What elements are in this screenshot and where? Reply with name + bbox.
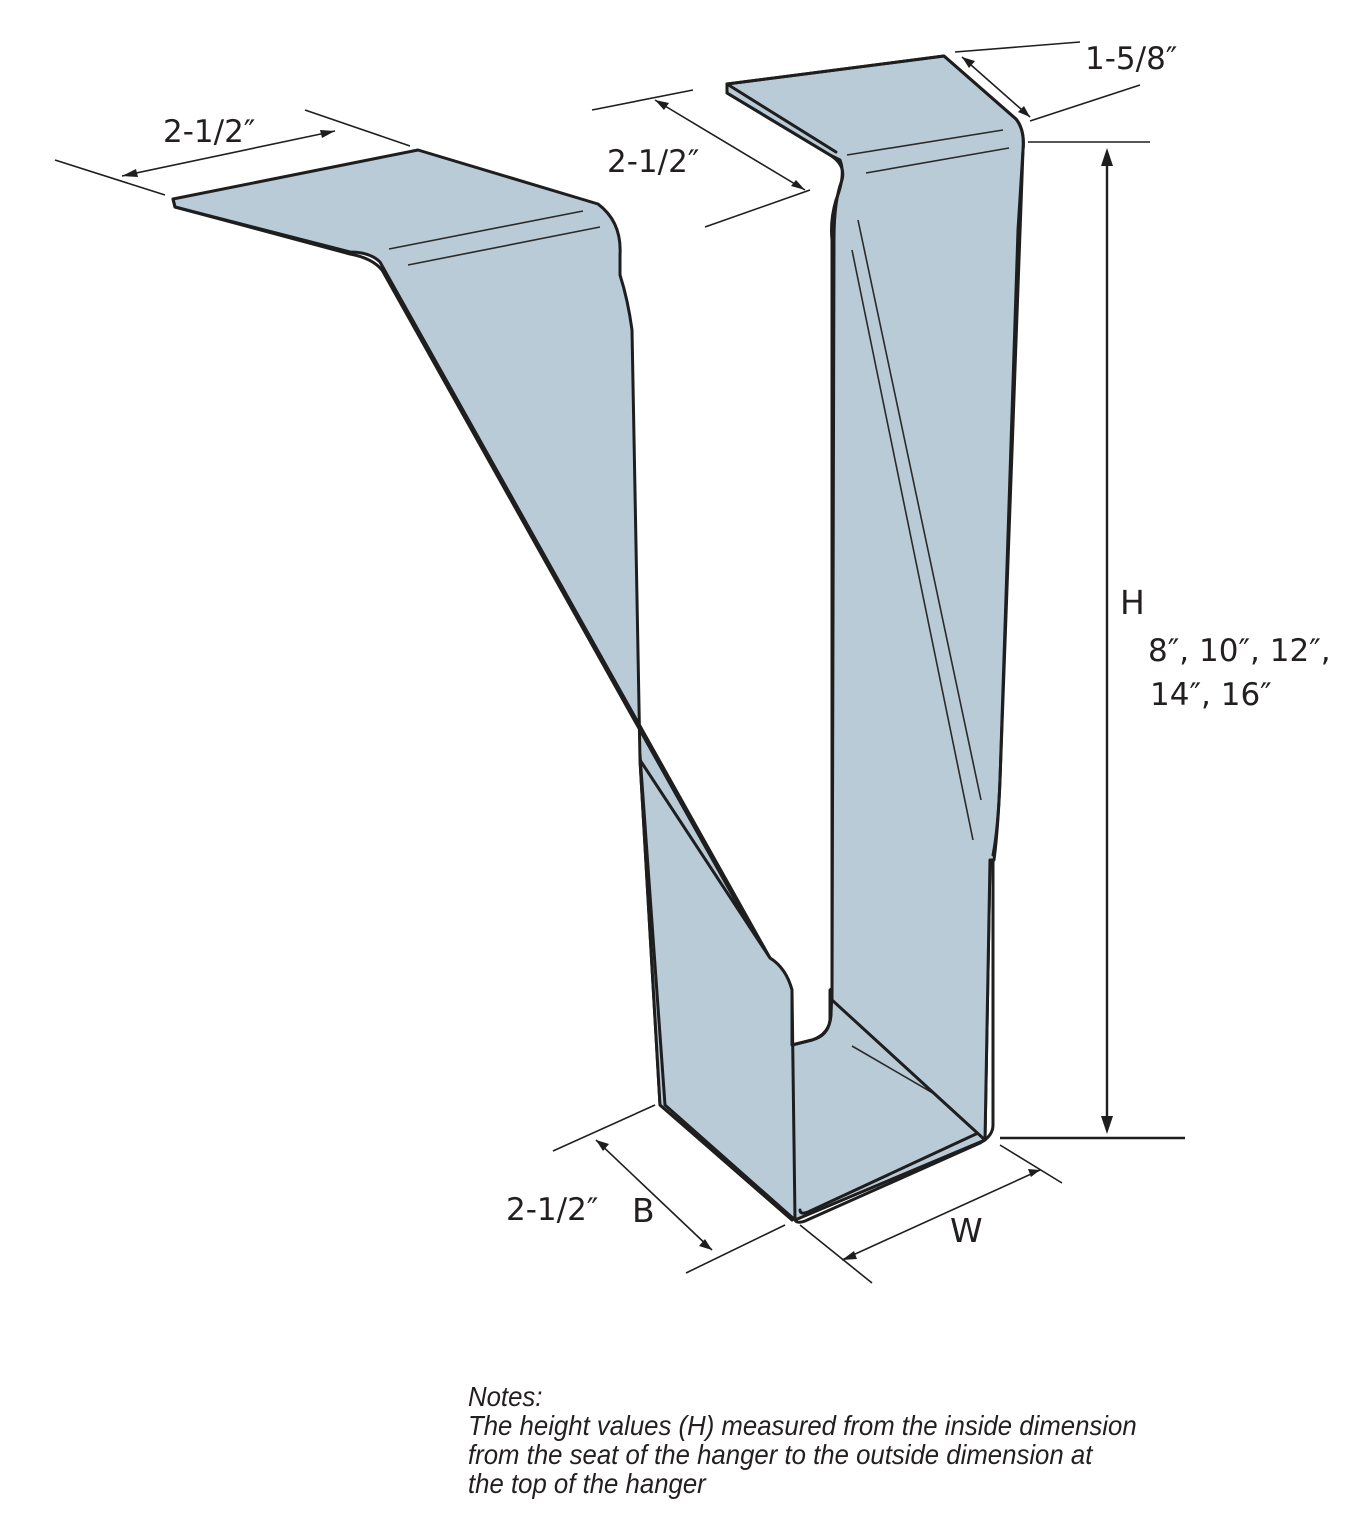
flange-depth-dimension-label: 1-5/8″ <box>1085 41 1178 77</box>
notes-line-1: The height values (H) measured from the … <box>468 1410 1137 1441</box>
dim-bearing <box>552 1104 786 1274</box>
bearing-dimension-value: 2-1/2″ <box>506 1192 599 1228</box>
bearing-label: B <box>632 1191 655 1230</box>
notes-heading: Notes: <box>468 1381 543 1412</box>
height-values-line-2: 14″, 16″ <box>1150 677 1272 713</box>
notes-line-3: the top of the hanger <box>468 1468 706 1499</box>
right-flange-dimension-label: 2-1/2″ <box>607 144 700 180</box>
height-label: H <box>1120 583 1145 622</box>
dim-height <box>1000 141 1185 1140</box>
height-values-line-1: 8″, 10″, 12″, <box>1148 633 1331 669</box>
right-strap <box>725 54 1025 1142</box>
notes-line-2: from the seat of the hanger to the outsi… <box>468 1439 1093 1470</box>
notes-block: Notes: The height values (H) measured fr… <box>468 1382 1167 1498</box>
dim-flange-depth <box>954 41 1141 122</box>
width-label: W <box>950 1211 983 1250</box>
left-flange-dimension-label: 2-1/2″ <box>163 114 256 150</box>
dim-width <box>799 1144 1063 1284</box>
dim-left-flange <box>54 109 411 196</box>
dim-right-flange <box>591 89 811 228</box>
